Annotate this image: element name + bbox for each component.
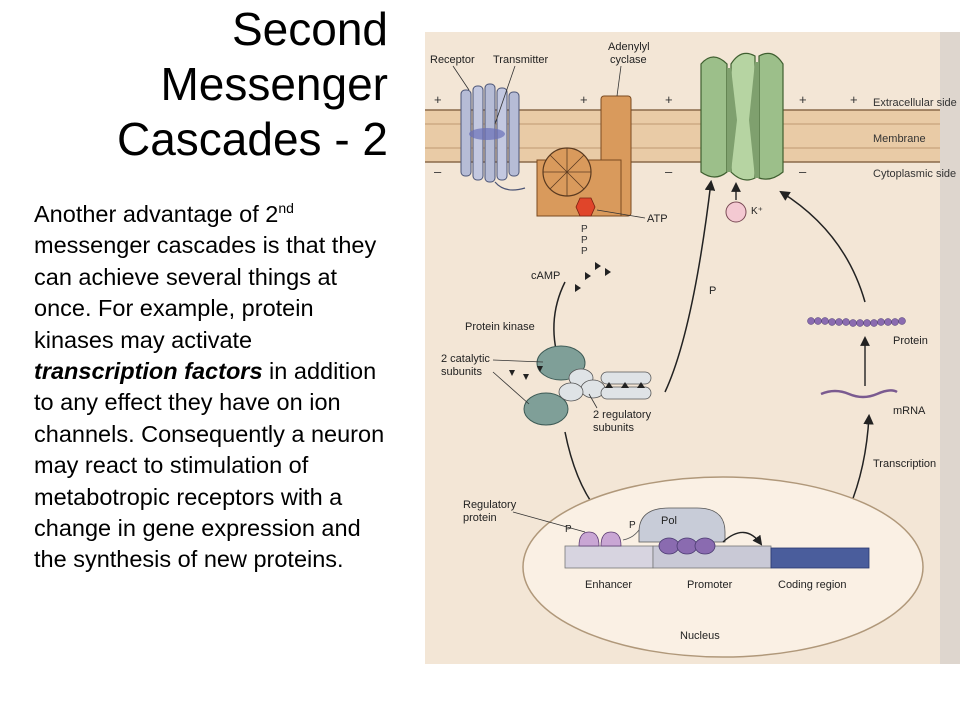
plus-sign: + — [580, 92, 588, 107]
minus-sign: – — [799, 164, 807, 179]
cascade-diagram: + + + + + – – – Extracellular side Membr… — [425, 32, 960, 664]
protein-kinase-label: Protein kinase — [465, 321, 535, 333]
regulatory-protein-icon — [578, 529, 640, 547]
camp-label: cAMP — [531, 270, 560, 282]
title-line-2: Messenger — [160, 58, 388, 110]
body-emphasis: transcription factors — [34, 358, 263, 385]
catalytic-label-2: subunits — [441, 366, 482, 378]
protein-chain-icon — [807, 317, 906, 327]
body-superscript: nd — [278, 200, 294, 216]
phosphate-label: P — [581, 235, 588, 246]
phosphate-label: P — [581, 246, 588, 257]
protein-label: Protein — [893, 335, 928, 347]
p-left-label: P — [565, 524, 572, 535]
regulatory-protein-label-2: protein — [463, 512, 497, 524]
protein-to-channel-arrow — [779, 190, 866, 303]
plus-sign: + — [665, 92, 673, 107]
adenylyl-label-2: cyclase — [610, 54, 647, 66]
nucleus-label: Nucleus — [680, 630, 720, 642]
slide-title: Second Messenger Cascades - 2 — [8, 2, 388, 167]
plus-sign: + — [799, 92, 807, 107]
regulatory-label-1: 2 regulatory — [593, 409, 652, 421]
title-line-1: Second — [231, 3, 388, 55]
slide-body-text: Another advantage of 2nd messenger casca… — [34, 199, 389, 576]
regulatory-protein-label-1: Regulatory — [463, 499, 517, 511]
extracellular-label: Extracellular side — [873, 97, 957, 109]
camp-molecules — [575, 262, 611, 292]
mrna-strand — [820, 389, 898, 399]
adenylyl-cyclase-icon — [536, 95, 632, 217]
body-part-2: messenger cascades is that they can achi… — [34, 232, 377, 353]
phosphate-label: P — [581, 224, 588, 235]
regulatory-label-2: subunits — [593, 422, 634, 434]
phosphate-p-label: P — [709, 285, 716, 297]
enhancer-label: Enhancer — [585, 579, 632, 591]
p-right-label: P — [629, 520, 636, 531]
receptor-icon — [460, 83, 526, 191]
atp-label: ATP — [647, 213, 668, 225]
membrane-label: Membrane — [873, 133, 926, 145]
ion-channel-icon — [700, 52, 784, 181]
charge-signs: + + + + + – – – — [434, 92, 858, 179]
cytoplasmic-label: Cytoplasmic side — [873, 168, 956, 180]
protein-kinase-icon — [509, 345, 652, 426]
coding-region-block — [770, 547, 870, 569]
enhancer-region — [564, 545, 654, 569]
minus-sign: – — [434, 164, 442, 179]
promoter-label: Promoter — [687, 579, 733, 591]
pol-label: Pol — [661, 515, 677, 527]
atp-molecule-icon: P P P — [575, 197, 596, 257]
potassium-label: K⁺ — [751, 206, 763, 217]
page-shadow — [940, 32, 960, 664]
body-part-1: Another advantage of 2 — [34, 201, 279, 227]
polymerase-icon — [638, 507, 726, 555]
plus-sign: + — [434, 92, 442, 107]
minus-sign: – — [665, 164, 673, 179]
transcription-label: Transcription — [873, 458, 936, 470]
transmitter-label: Transmitter — [493, 54, 549, 66]
body-part-3: in addition to any effect they have on i… — [34, 358, 385, 573]
adenylyl-label-1: Adenylyl — [608, 41, 650, 53]
plus-sign: + — [850, 92, 858, 107]
catalytic-label-1: 2 catalytic — [441, 353, 490, 365]
phosphorylation-arrow — [664, 179, 716, 393]
transcription-start-arrow — [722, 531, 763, 546]
potassium-ion-icon — [725, 201, 747, 223]
mrna-label: mRNA — [893, 405, 926, 417]
receptor-label: Receptor — [430, 54, 475, 66]
title-line-3: Cascades - 2 — [116, 113, 388, 165]
coding-region-label: Coding region — [778, 579, 847, 591]
